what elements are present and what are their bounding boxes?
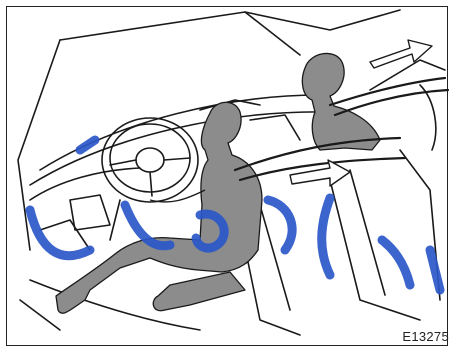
driver-silhouette-icon (56, 102, 262, 313)
figure-code: E13275 (402, 329, 449, 344)
